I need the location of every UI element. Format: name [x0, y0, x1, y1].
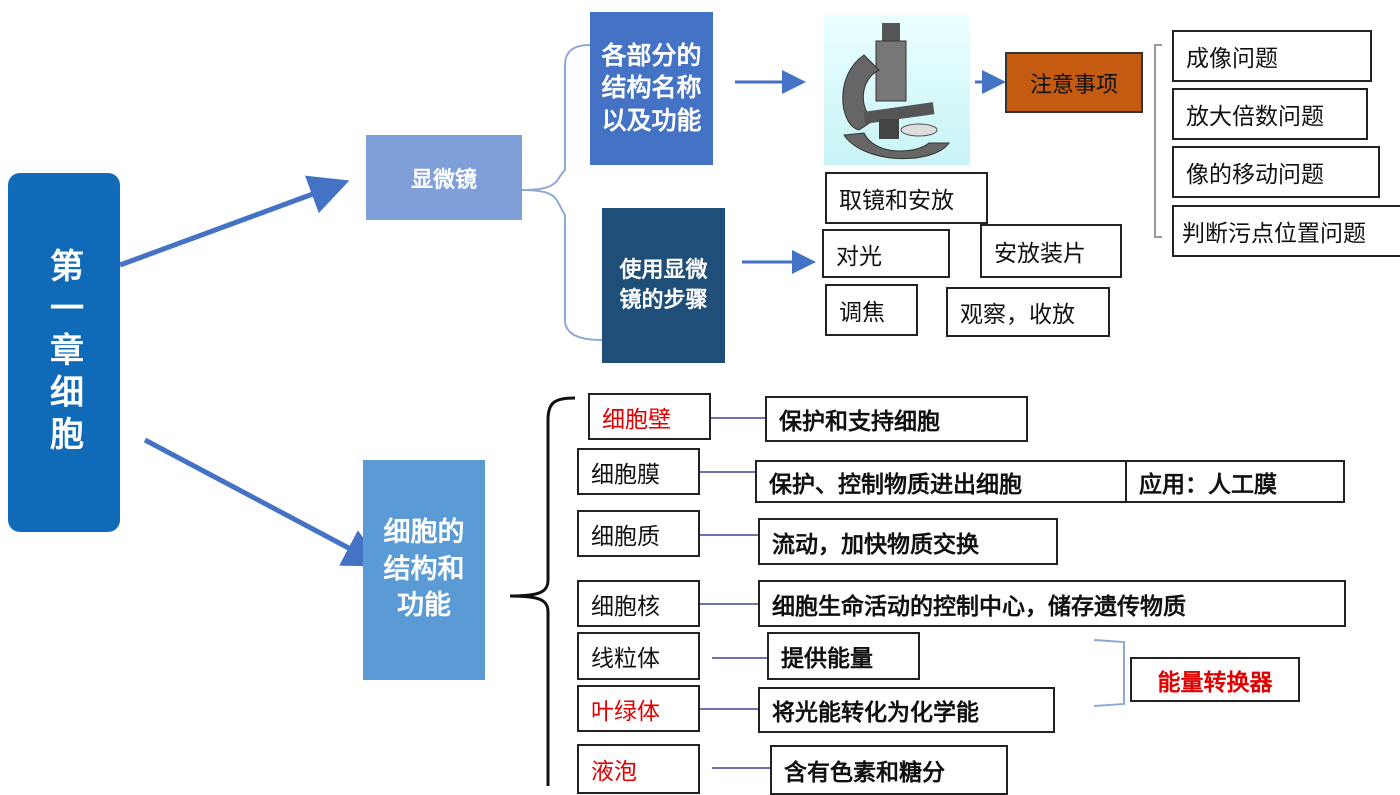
parts-node[interactable]: 各部分的结构名称以及功能: [590, 12, 713, 165]
note-item[interactable]: 放大倍数问题: [1172, 88, 1368, 140]
chapter-title[interactable]: 第一章细胞: [8, 173, 120, 532]
brace-bottom: [521, 189, 603, 341]
cell-part-desc[interactable]: 保护、控制物质进出细胞: [755, 460, 1127, 503]
notes-node[interactable]: 注意事项: [1005, 52, 1143, 113]
energy-converter-label[interactable]: 能量转换器: [1130, 657, 1300, 702]
cell-part-name[interactable]: 细胞壁: [588, 393, 711, 440]
cell-brace: [509, 396, 576, 786]
cell-part-desc[interactable]: 保护和支持细胞: [765, 396, 1028, 442]
notes-bracket: [1154, 44, 1162, 238]
microscope-image: [824, 15, 970, 165]
cell-part-name[interactable]: 细胞质: [577, 510, 700, 557]
arrow-to-microscope: [119, 175, 350, 268]
arrow-to-cell: [143, 437, 384, 567]
brace-top: [521, 44, 591, 191]
step-item[interactable]: 对光: [822, 229, 950, 278]
cell-part-extra[interactable]: 应用：人工膜: [1125, 460, 1345, 503]
step-item[interactable]: 安放装片: [980, 224, 1122, 278]
step-item[interactable]: 观察，收放: [946, 287, 1110, 337]
energy-bracket: [1093, 639, 1125, 707]
cell-part-desc[interactable]: 含有色素和糖分: [770, 745, 1008, 795]
steps-node[interactable]: 使用显微镜的步骤: [602, 208, 725, 363]
cell-part-desc[interactable]: 细胞生命活动的控制中心，储存遗传物质: [758, 580, 1346, 627]
cell-part-name[interactable]: 细胞核: [577, 580, 700, 627]
step-item[interactable]: 取镜和安放: [825, 172, 988, 224]
cell-node[interactable]: 细胞的结构和功能: [363, 460, 485, 680]
step-item[interactable]: 调焦: [825, 284, 918, 336]
cell-part-name[interactable]: 叶绿体: [577, 685, 700, 732]
cell-part-name[interactable]: 细胞膜: [577, 448, 700, 495]
cell-part-desc[interactable]: 流动，加快物质交换: [758, 518, 1058, 565]
note-item[interactable]: 判断污点位置问题: [1172, 205, 1400, 257]
note-item[interactable]: 像的移动问题: [1172, 146, 1380, 198]
microscope-node[interactable]: 显微镜: [366, 135, 522, 220]
microscope-icon: [842, 23, 950, 159]
cell-part-name[interactable]: 线粒体: [577, 632, 700, 680]
note-item[interactable]: 成像问题: [1172, 30, 1372, 82]
cell-part-desc[interactable]: 将光能转化为化学能: [758, 687, 1055, 733]
cell-part-name[interactable]: 液泡: [577, 744, 700, 794]
cell-part-desc[interactable]: 提供能量: [767, 632, 920, 680]
